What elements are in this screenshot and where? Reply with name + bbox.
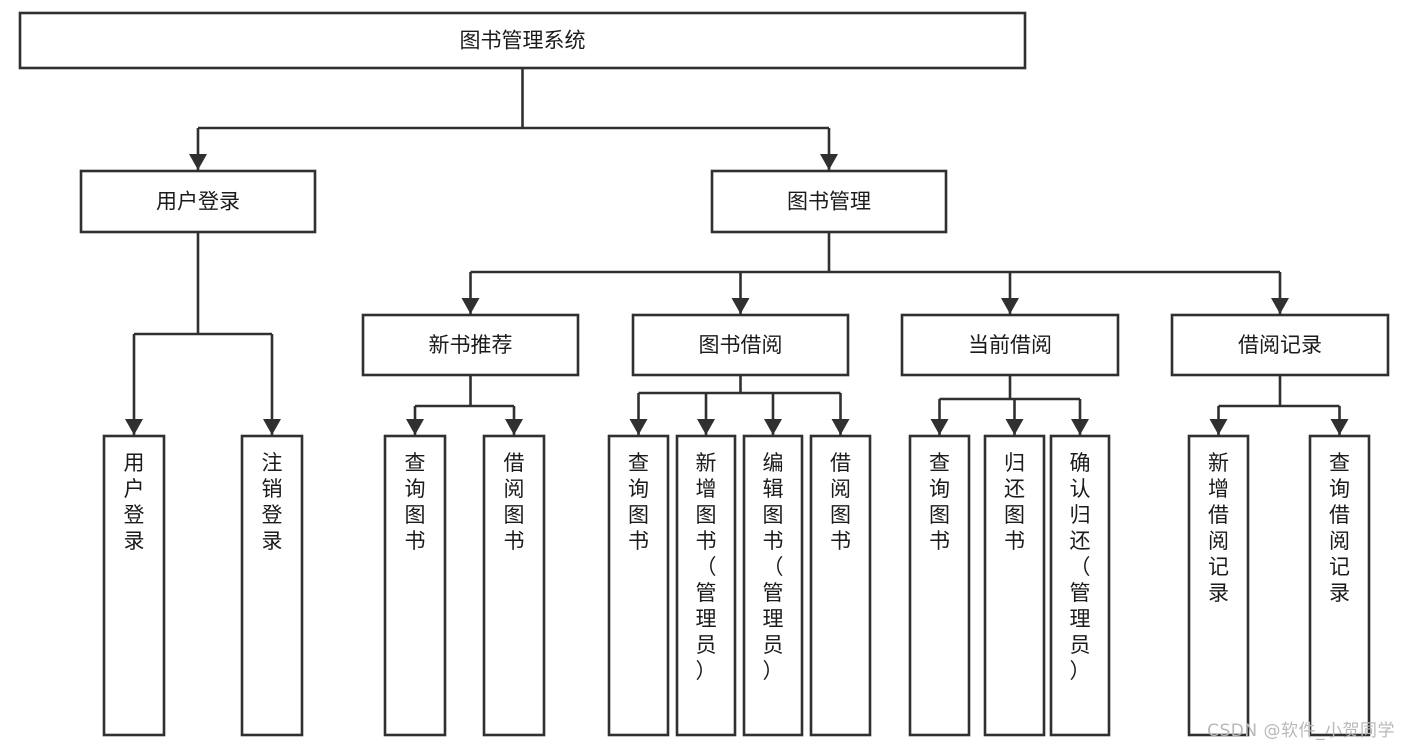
- leaf-node-4[interactable]: 查询图书: [607, 434, 670, 737]
- l2-login-to-leaf-arrow-1: [263, 419, 281, 435]
- l3-current-to-leaf-arrow-0: [930, 419, 949, 435]
- level3-node-box[interactable]: [1170, 313, 1390, 377]
- level2-node-label: 用户登录: [156, 190, 240, 214]
- level3-node-1[interactable]: 图书借阅: [631, 313, 850, 377]
- leaf-node-12[interactable]: 查询借阅记录: [1308, 434, 1371, 737]
- leaf-node-9[interactable]: 归还图书: [983, 434, 1046, 737]
- leaf-node-box[interactable]: [240, 434, 304, 737]
- level3-node-label: 图书借阅: [699, 333, 783, 357]
- leaf-node-label: 查询图书: [929, 451, 950, 553]
- root-to-l2-arrow-0: [189, 154, 207, 170]
- leaf-node-8[interactable]: 查询图书: [908, 434, 971, 737]
- level3-node-label: 新书推荐: [429, 333, 513, 357]
- l3-record-to-leaf-arrow-0: [1209, 419, 1228, 435]
- leaf-node-label: 新增借阅记录: [1208, 451, 1229, 605]
- l3-borrow-to-leaf-arrow-3: [831, 419, 850, 435]
- l3-borrow-to-leaf-arrow-2: [764, 419, 782, 435]
- leaf-node-5[interactable]: 新增图书（管理员）: [675, 434, 737, 737]
- level3-node-0[interactable]: 新书推荐: [361, 313, 580, 377]
- leaf-node-7[interactable]: 借阅图书: [809, 434, 872, 737]
- level3-node-label: 当前借阅: [968, 333, 1052, 357]
- leaf-node-10[interactable]: 确认归还（管理员）: [1049, 434, 1111, 737]
- l2-login-to-leaf-arrow-0: [125, 419, 143, 435]
- leaf-node-0[interactable]: 用户登录: [102, 434, 166, 737]
- level2-node-1[interactable]: 图书管理: [710, 169, 948, 234]
- leaf-node-box[interactable]: [102, 434, 166, 737]
- l3-borrow-to-leaf-arrow-1: [697, 419, 715, 435]
- leaf-node-label: 确认归还（管理员）: [1070, 451, 1091, 683]
- leaf-node-box[interactable]: [908, 434, 971, 737]
- leaf-node-box[interactable]: [1187, 434, 1250, 737]
- leaf-node-3[interactable]: 借阅图书: [482, 434, 546, 737]
- level2-node-box[interactable]: [710, 169, 948, 234]
- level2-node-label: 图书管理: [787, 190, 871, 214]
- leaf-node-box[interactable]: [675, 434, 737, 737]
- node-layer: 图书管理系统用户登录图书管理新书推荐图书借阅当前借阅借阅记录用户登录注销登录查询…: [18, 11, 1390, 737]
- l2-book-to-l3-arrow-3: [1271, 298, 1289, 314]
- l3-borrow-to-leaf-arrow-0: [629, 419, 648, 435]
- root-node-0[interactable]: 图书管理系统: [18, 11, 1027, 70]
- leaf-node-2[interactable]: 查询图书: [383, 434, 447, 737]
- level3-node-2[interactable]: 当前借阅: [900, 313, 1120, 377]
- level3-node-label: 借阅记录: [1238, 333, 1322, 357]
- l3-recommend-to-leaf-arrow-1: [505, 419, 523, 435]
- leaf-node-label: 编辑图书（管理员）: [763, 451, 784, 683]
- level2-node-box[interactable]: [79, 169, 317, 234]
- l3-current-to-leaf-arrow-2: [1071, 419, 1089, 435]
- csdn-watermark: CSDN @软件_小贺同学: [1207, 721, 1395, 741]
- leaf-node-box[interactable]: [809, 434, 872, 737]
- leaf-node-label: 查询借阅记录: [1329, 451, 1350, 605]
- l2-book-to-l3-arrow-0: [461, 298, 480, 314]
- l3-recommend-to-leaf-arrow-0: [406, 419, 424, 435]
- level3-node-box[interactable]: [361, 313, 580, 377]
- leaf-node-box[interactable]: [482, 434, 546, 737]
- leaf-node-box[interactable]: [983, 434, 1046, 737]
- leaf-node-label: 查询图书: [405, 451, 426, 553]
- leaf-node-label: 借阅图书: [830, 451, 851, 553]
- l3-current-to-leaf-arrow-1: [1005, 419, 1024, 435]
- leaf-node-label: 用户登录: [124, 451, 145, 553]
- l2-book-to-l3-arrow-1: [731, 298, 750, 314]
- leaf-node-box[interactable]: [383, 434, 447, 737]
- level3-node-box[interactable]: [900, 313, 1120, 377]
- level2-node-0[interactable]: 用户登录: [79, 169, 317, 234]
- level3-node-box[interactable]: [631, 313, 850, 377]
- leaf-node-box[interactable]: [1049, 434, 1111, 737]
- level3-node-3[interactable]: 借阅记录: [1170, 313, 1390, 377]
- root-node-label: 图书管理系统: [460, 29, 586, 53]
- leaf-node-label: 借阅图书: [504, 451, 525, 553]
- l3-record-to-leaf-arrow-1: [1330, 419, 1349, 435]
- leaf-node-box[interactable]: [1308, 434, 1371, 737]
- l2-book-to-l3-arrow-2: [1001, 298, 1019, 314]
- root-node-box[interactable]: [18, 11, 1027, 70]
- leaf-node-box[interactable]: [607, 434, 670, 737]
- leaf-node-11[interactable]: 新增借阅记录: [1187, 434, 1250, 737]
- leaf-node-label: 查询图书: [628, 451, 649, 553]
- leaf-node-label: 注销登录: [262, 451, 283, 553]
- leaf-node-box[interactable]: [742, 434, 804, 737]
- leaf-node-1[interactable]: 注销登录: [240, 434, 304, 737]
- leaf-node-label: 新增图书（管理员）: [696, 451, 717, 683]
- connector-layer: [125, 68, 1349, 435]
- leaf-node-label: 归还图书: [1004, 451, 1025, 553]
- leaf-node-6[interactable]: 编辑图书（管理员）: [742, 434, 804, 737]
- root-to-l2-arrow-1: [820, 154, 838, 170]
